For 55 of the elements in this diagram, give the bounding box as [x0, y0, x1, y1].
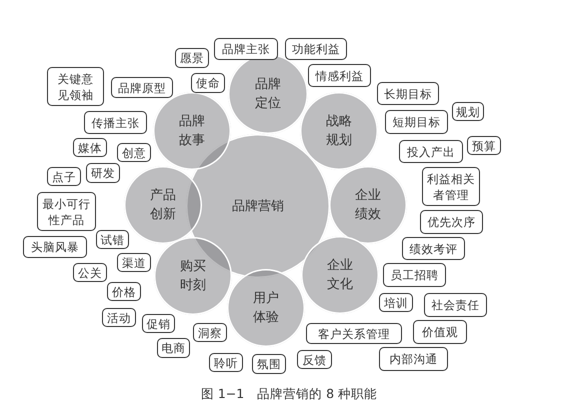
keyword-tag: 电商: [157, 338, 190, 358]
keyword-tag: 聆听: [209, 353, 243, 372]
circle-label: 购买时刻: [179, 258, 207, 295]
keyword-tag: 最小可行性产品: [37, 192, 96, 231]
keyword-tag: 社会责任: [424, 293, 487, 317]
function-circle: [124, 166, 202, 244]
keyword-tag: 内部沟通: [379, 347, 448, 371]
keyword-tag: 情感利益: [308, 64, 371, 87]
keyword-tag: 氛围: [252, 354, 286, 374]
keyword-tag: 媒体: [73, 138, 107, 157]
keyword-tag: 活动: [102, 308, 136, 327]
circle-label: 企业绩效: [354, 187, 382, 224]
keyword-tag: 传播主张: [84, 111, 147, 134]
keyword-tag: 点子: [47, 167, 81, 186]
circle-label: 战略规划: [325, 113, 353, 150]
keyword-tag: 反馈: [297, 350, 332, 369]
keyword-tag: 价格: [107, 282, 141, 301]
keyword-tag: 绩效考评: [402, 237, 465, 260]
keyword-tag: 渠道: [117, 253, 151, 272]
keyword-tag: 客户关系管理: [306, 323, 402, 344]
function-circle: [300, 92, 378, 170]
figure-caption: 图 1−1 品牌营销的 8 种职能: [200, 386, 378, 403]
keyword-tag: 研发: [86, 163, 120, 183]
keyword-tag: 培训: [379, 293, 413, 312]
keyword-tag: 品牌主张: [214, 38, 278, 60]
function-circle: [153, 92, 231, 170]
keyword-tag: 创意: [117, 143, 151, 162]
keyword-tag: 洞察: [193, 323, 227, 342]
keyword-tag: 投入产出: [399, 140, 463, 163]
circle-label: 企业文化: [326, 257, 354, 294]
keyword-tag: 关键意见领袖: [47, 67, 104, 106]
keyword-tag: 头脑风暴: [23, 236, 87, 258]
circle-label: 品牌营销: [232, 198, 284, 216]
circle-label: 用户体验: [252, 290, 280, 327]
circle-label: 品牌故事: [178, 113, 206, 150]
keyword-tag: 短期目标: [385, 110, 448, 134]
keyword-tag: 利益相关者管理: [422, 167, 480, 206]
circle-label: 品牌定位: [254, 76, 282, 113]
keyword-tag: 价值观: [413, 320, 467, 344]
keyword-tag: 功能利益: [285, 38, 347, 60]
keyword-tag: 预算: [467, 136, 501, 155]
function-circle: [227, 269, 305, 347]
keyword-tag: 品牌原型: [111, 77, 173, 98]
keyword-tag: 试错: [96, 230, 129, 249]
function-circle: [228, 54, 308, 134]
keyword-tag: 员工招聘: [383, 263, 446, 287]
circle-label: 产品创新: [149, 187, 177, 224]
keyword-tag: 优先次序: [420, 210, 483, 234]
keyword-tag: 长期目标: [377, 82, 439, 105]
keyword-tag: 促销: [142, 314, 175, 333]
keyword-tag: 使命: [191, 73, 225, 93]
function-circle: [154, 237, 232, 315]
keyword-tag: 规划: [452, 102, 484, 121]
keyword-tag: 公关: [73, 263, 107, 282]
keyword-tag: 愿景: [175, 48, 209, 68]
